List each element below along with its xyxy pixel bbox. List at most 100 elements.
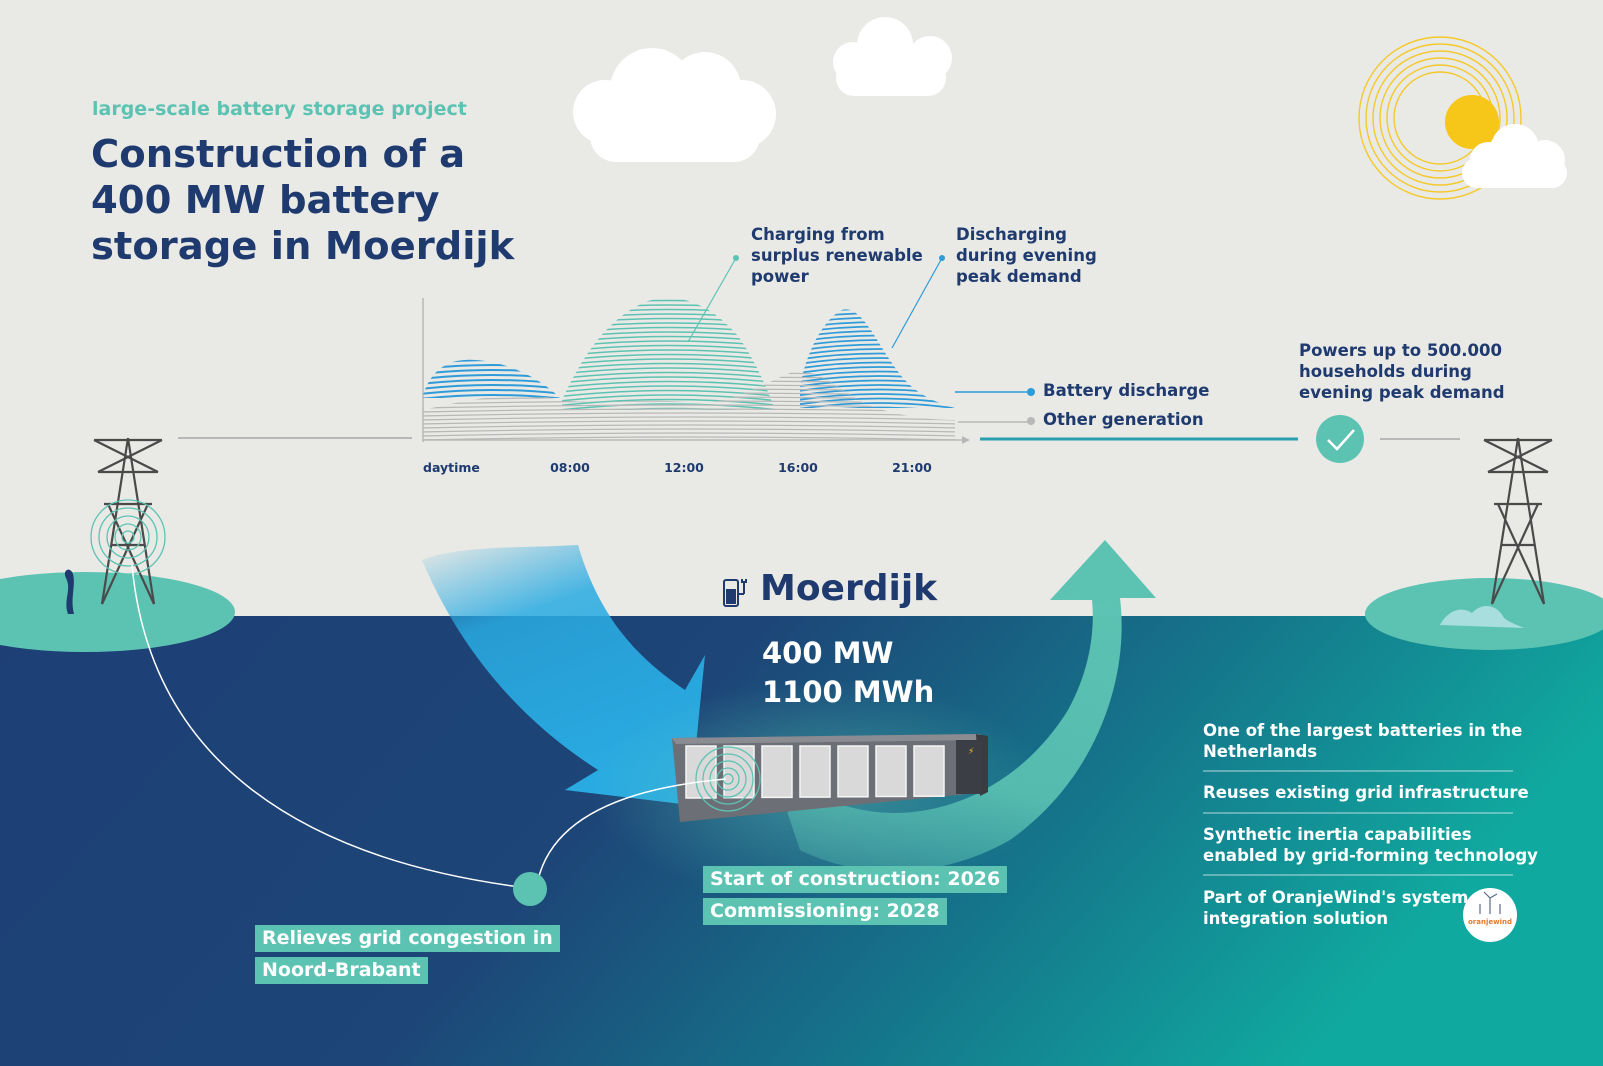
stripe [562, 403, 775, 410]
feature-item: One of the largest batteries in the Neth… [1203, 720, 1523, 762]
stripe [800, 321, 955, 329]
milestone-construction: Start of construction: 2026 [703, 866, 1008, 893]
feature-line: integration solution [1203, 909, 1389, 928]
legend-other-generation: Other generation [1043, 410, 1204, 429]
title-line: 400 MW battery [91, 178, 440, 223]
stripe [800, 325, 955, 334]
stripe [562, 380, 775, 389]
annotation-line: peak demand [956, 267, 1082, 286]
stripe [423, 359, 560, 365]
stripe [423, 364, 560, 370]
annotation-line: power [751, 267, 809, 286]
site-capacity: 400 MW 1100 MWh [762, 634, 934, 712]
stripe [420, 441, 960, 444]
stripe [800, 334, 955, 343]
discharging-arrow [770, 540, 1156, 872]
cloud-icon [1462, 124, 1567, 188]
capacity-power: 400 MW [762, 636, 894, 670]
site-name: Moerdijk [760, 568, 938, 609]
stripe [423, 432, 955, 437]
connection-node [513, 872, 547, 906]
feature-line: Reuses existing grid infrastructure [1203, 783, 1529, 802]
cloud-icon [833, 17, 952, 96]
stripe [423, 389, 560, 395]
title-line: Construction of a [91, 132, 466, 177]
feature-line: One of the largest batteries in the [1203, 721, 1523, 740]
stripe [562, 367, 775, 375]
battery-cell [875, 745, 907, 798]
stripe [562, 394, 775, 402]
stripe [423, 359, 560, 360]
divider [1203, 812, 1513, 814]
congestion-label-line1: Relieves grid congestion in [255, 925, 560, 952]
stripe [562, 358, 775, 366]
stripe [423, 408, 955, 413]
feature-item: Synthetic inertia capabilities enabled b… [1203, 824, 1538, 866]
feature-line: Netherlands [1203, 742, 1318, 761]
battery-cell [837, 745, 869, 798]
feature-line: enabled by grid-forming technology [1203, 846, 1538, 865]
annotation-line: Discharging [956, 225, 1067, 244]
tick-label: 21:00 [892, 460, 932, 475]
stripe [423, 436, 955, 440]
chart-x-ticks: daytime 08:00 12:00 16:00 21:00 [423, 460, 932, 475]
tree-icon [64, 569, 74, 614]
legend-dot-battery [1027, 388, 1035, 396]
stripe [423, 369, 560, 375]
feature-line: Synthetic inertia capabilities [1203, 825, 1472, 844]
stripe [800, 309, 955, 316]
battery-cell [913, 745, 945, 797]
stripe [562, 389, 775, 398]
stripe [423, 424, 955, 429]
subtitle: large-scale battery storage project [92, 98, 467, 120]
feature-item: Reuses existing grid infrastructure [1203, 782, 1529, 803]
stripe [423, 420, 955, 425]
divider [1203, 770, 1513, 772]
capacity-energy: 1100 MWh [762, 675, 935, 709]
stripe [423, 416, 955, 421]
discharging-annotation: Discharging during evening peak demand [956, 224, 1097, 287]
annotation-line: surplus renewable [751, 246, 923, 265]
stripe [423, 379, 560, 385]
tick-label: 12:00 [664, 460, 704, 475]
battery-cell [761, 745, 793, 799]
stripe [800, 406, 955, 408]
feature-line: Part of OranjeWind's system [1203, 888, 1469, 907]
signal-waves [90, 499, 166, 575]
annotation-line: evening peak demand [1299, 383, 1505, 402]
stripe [800, 312, 955, 320]
title-line: storage in Moerdijk [91, 224, 515, 269]
tick-label: daytime [423, 460, 480, 475]
stripe [800, 309, 955, 311]
legend-dot-other [1027, 417, 1035, 425]
pylon-icon [1483, 437, 1553, 605]
battery-discharge-area-morning [423, 359, 560, 398]
battery-charger-icon [723, 579, 747, 607]
stripe [562, 362, 775, 371]
tick-label: 08:00 [550, 460, 590, 475]
stripe [562, 371, 775, 380]
annotation-line: Charging from [751, 225, 885, 244]
stripe [562, 398, 775, 407]
annotation-line: during evening [956, 246, 1097, 265]
divider [1203, 874, 1513, 876]
svg-text:⚡: ⚡ [968, 747, 974, 757]
legend-battery-discharge: Battery discharge [1043, 381, 1210, 400]
stripe [423, 412, 955, 417]
annotation-line: households during [1299, 362, 1472, 381]
oranjewind-logo: oranjewind [1463, 888, 1517, 942]
sun-icon [1358, 36, 1522, 200]
feature-item: Part of OranjeWind's system integration … [1203, 887, 1521, 929]
congestion-label-line2: Noord-Brabant [255, 957, 428, 984]
bush-icon [1440, 605, 1524, 628]
stripe [562, 376, 775, 384]
stripe [800, 402, 955, 408]
milestone-commissioning: Commissioning: 2028 [703, 898, 947, 925]
page-title: Construction of a 400 MW battery storage… [91, 132, 514, 270]
annotation-line: Powers up to 500.000 [1299, 341, 1502, 360]
checkmark-icon [1316, 415, 1364, 463]
households-annotation: Powers up to 500.000 households during e… [1299, 340, 1505, 403]
svg-text:oranjewind: oranjewind [1468, 918, 1512, 926]
charging-annotation: Charging from surplus renewable power [751, 224, 923, 287]
